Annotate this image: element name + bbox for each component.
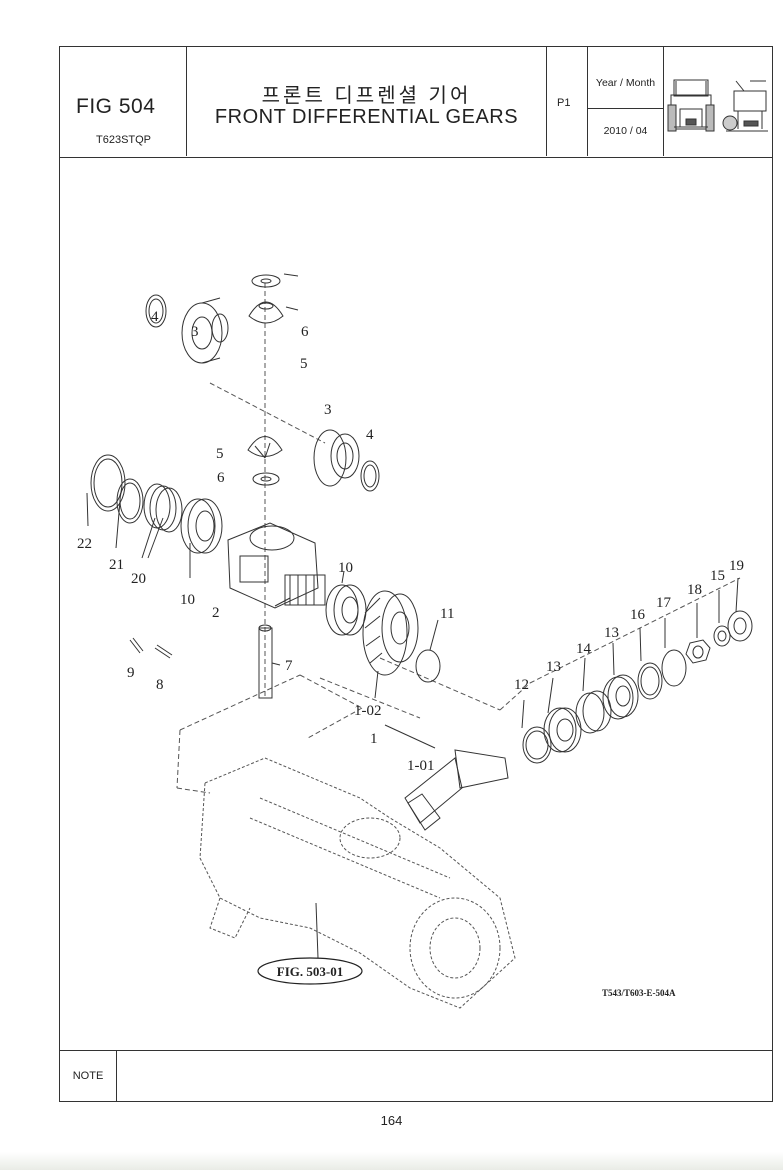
model-code: T623STQP (96, 134, 152, 146)
callout-13b: 13 (604, 625, 619, 641)
leader-lines (86, 273, 739, 959)
callout-22: 22 (77, 536, 92, 552)
page-number: 164 (380, 1113, 403, 1128)
tractor-icon (667, 79, 768, 132)
seal-19 (727, 610, 753, 642)
pinion-washer-6-bottom (252, 472, 280, 486)
axle-housing (199, 757, 516, 1009)
fig-reference-label: FIG. 503-01 (277, 964, 343, 979)
callout-9: 9 (127, 665, 135, 681)
callout-2: 2 (212, 605, 220, 621)
side-gear-3-right (313, 429, 360, 487)
snap-ring-11 (415, 649, 441, 683)
thrust-washer-4-right (360, 460, 380, 492)
callout-18: 18 (687, 582, 702, 598)
pinion-gear-6-top (251, 274, 281, 288)
callout-19: 19 (729, 558, 744, 574)
shims-20 (143, 483, 183, 533)
callout-5b: 5 (216, 446, 224, 462)
note-label: NOTE (60, 1051, 117, 1101)
pin-8 (154, 644, 173, 659)
callout-10b: 10 (338, 560, 353, 576)
callout-3b: 3 (324, 402, 332, 418)
exploded-view-drawing: 4 3 6 5 3 4 5 6 22 21 20 10 2 10 11 9 8 … (60, 158, 772, 1050)
callout-14: 14 (576, 641, 592, 657)
date-divider (588, 108, 663, 109)
callout-5a: 5 (300, 356, 308, 372)
year-month-label: Year / Month (595, 77, 656, 89)
pin-9 (129, 637, 144, 654)
page-code: P1 (557, 97, 571, 109)
year-month-value: 2010 / 04 (603, 125, 648, 137)
callout-4a: 4 (151, 309, 159, 325)
bearing-13-right (602, 674, 639, 720)
differential-case-2 (227, 522, 326, 609)
title-korean: 프론트 디프렌셜 기어 (261, 85, 472, 107)
callout-6b: 6 (217, 470, 225, 486)
callout-17: 17 (656, 595, 672, 611)
callout-12: 12 (514, 677, 529, 693)
callout-4b: 4 (366, 427, 374, 443)
callout-15: 15 (710, 568, 725, 584)
guide-lines (176, 283, 741, 794)
pinion-shaft-1-01 (404, 749, 509, 831)
callout-10a: 10 (180, 592, 195, 608)
washer-15 (713, 625, 731, 647)
shim-12 (522, 726, 552, 764)
page-frame: FIG 504 T623STQP 프론트 디프렌셜 기어 FRONT DIFFE… (59, 46, 773, 1102)
header-table: FIG 504 T623STQP 프론트 디프렌셜 기어 FRONT DIFFE… (60, 47, 772, 158)
callout-11: 11 (440, 606, 454, 622)
callout-16: 16 (630, 607, 646, 623)
side-gear-3-left (181, 297, 229, 364)
callout-3a: 3 (191, 324, 199, 340)
title-english: FRONT DIFFERENTIAL GEARS (214, 106, 519, 128)
fig-number: FIG 504 (76, 95, 156, 118)
callout-7: 7 (285, 658, 293, 674)
callout-21: 21 (109, 557, 124, 573)
callout-1-01: 1-01 (407, 758, 435, 774)
callout-1: 1 (370, 731, 378, 747)
note-row: NOTE (60, 1050, 772, 1101)
pinion-gear-5-bottom (247, 436, 283, 459)
drawing-code: T543/T603-E-504A (602, 988, 676, 998)
bearing-13-left (543, 707, 582, 753)
pinion-gear-5-top (248, 301, 284, 324)
bearing-10-right (325, 584, 367, 636)
fig-cell: FIG 504 T623STQP (60, 47, 187, 156)
callout-13a: 13 (546, 659, 561, 675)
page-code-cell: P1 (547, 47, 588, 156)
callout-1-02: 1-02 (354, 703, 382, 719)
nut-18 (685, 639, 711, 664)
callout-8: 8 (156, 677, 164, 693)
thumbnail-cell (664, 47, 772, 156)
thrust-washer-4-left (145, 294, 167, 328)
date-cell: Year / Month 2010 / 04 (588, 47, 664, 156)
spacer-14 (575, 690, 612, 734)
callout-6a: 6 (301, 324, 309, 340)
fig-reference-bubble (257, 957, 363, 985)
washer-16 (637, 662, 663, 700)
title-cell: 프론트 디프렌셜 기어 FRONT DIFFERENTIAL GEARS (187, 47, 547, 156)
callout-20: 20 (131, 571, 146, 587)
scan-edge (0, 1152, 783, 1170)
snap-ring-17 (661, 649, 687, 687)
bearing-10-left (180, 498, 223, 554)
ring-gear-1-02 (362, 590, 419, 676)
